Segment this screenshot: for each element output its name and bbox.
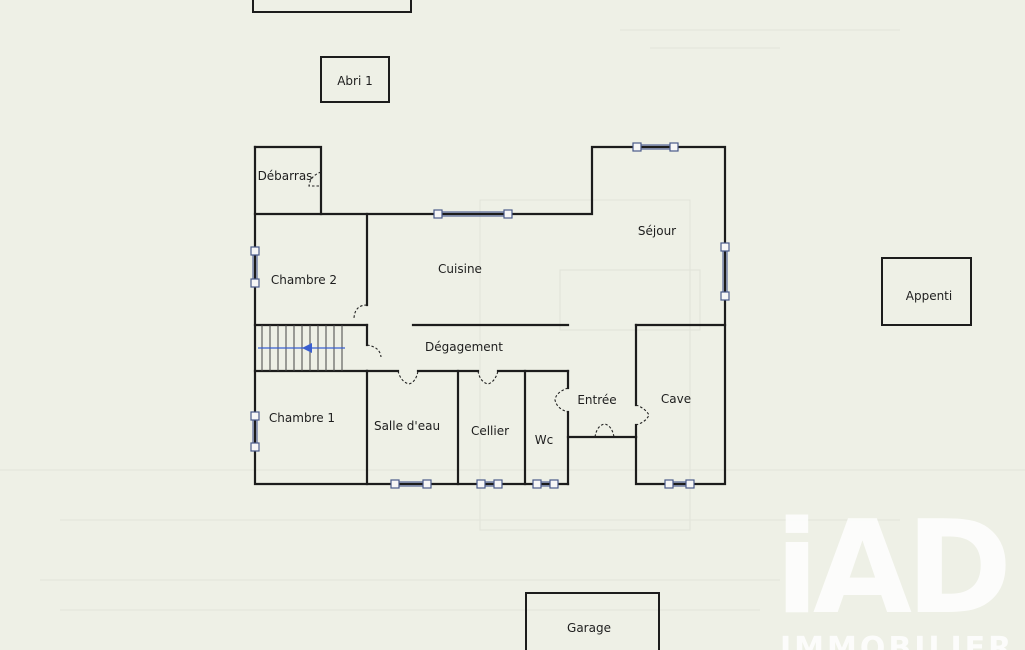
appenti-label: Appenti bbox=[906, 289, 952, 303]
salle-deau-label: Salle d'eau bbox=[374, 419, 440, 433]
garage-structure: Garage bbox=[525, 592, 660, 650]
chambre1-label: Chambre 1 bbox=[269, 411, 335, 425]
door-stair bbox=[366, 344, 382, 358]
house-walls bbox=[253, 145, 727, 486]
door-wc bbox=[554, 387, 569, 413]
doors bbox=[308, 171, 650, 438]
stair-arrow-icon bbox=[302, 343, 312, 353]
cave-label: Cave bbox=[661, 392, 691, 406]
room-labels: Débarras Chambre 2 Cuisine Séjour Dégage… bbox=[258, 169, 692, 447]
cuisine-label: Cuisine bbox=[438, 262, 482, 276]
background-bleed-through bbox=[0, 29, 1025, 611]
door-chambre2 bbox=[353, 304, 368, 319]
iad-logo: iAD bbox=[775, 494, 1006, 643]
abri-structure: Abri 1 bbox=[320, 56, 390, 103]
chambre2-label: Chambre 2 bbox=[271, 273, 337, 287]
degagement-label: Dégagement bbox=[425, 340, 503, 354]
window-sejour-right bbox=[720, 242, 730, 301]
iad-subtitle: IMMOBILIER bbox=[780, 631, 1014, 650]
window-salle-deau bbox=[390, 479, 432, 489]
window-cave bbox=[664, 479, 695, 489]
top-structure bbox=[252, 0, 412, 13]
door-cave bbox=[635, 404, 650, 426]
garage-label: Garage bbox=[567, 621, 611, 635]
window-chambre2 bbox=[250, 246, 260, 288]
wc-label: Wc bbox=[535, 433, 553, 447]
debarras-label: Débarras bbox=[258, 169, 313, 183]
abri-label: Abri 1 bbox=[337, 74, 373, 88]
door-cellier bbox=[477, 370, 499, 385]
window-chambre1 bbox=[250, 411, 260, 452]
door-salle-deau bbox=[397, 370, 419, 385]
iad-watermark: iAD IMMOBILIER bbox=[775, 494, 1014, 650]
staircase bbox=[258, 325, 345, 371]
window-sejour-top bbox=[632, 142, 679, 152]
door-debarras bbox=[308, 171, 322, 187]
window-cellier bbox=[476, 479, 503, 489]
door-entree bbox=[594, 423, 615, 438]
entree-label: Entrée bbox=[577, 393, 616, 407]
cellier-label: Cellier bbox=[471, 424, 509, 438]
window-wc bbox=[532, 479, 559, 489]
window-cuisine bbox=[433, 209, 513, 219]
appenti-structure: Appenti bbox=[881, 257, 972, 326]
windows bbox=[250, 142, 730, 489]
sejour-label: Séjour bbox=[638, 224, 676, 238]
